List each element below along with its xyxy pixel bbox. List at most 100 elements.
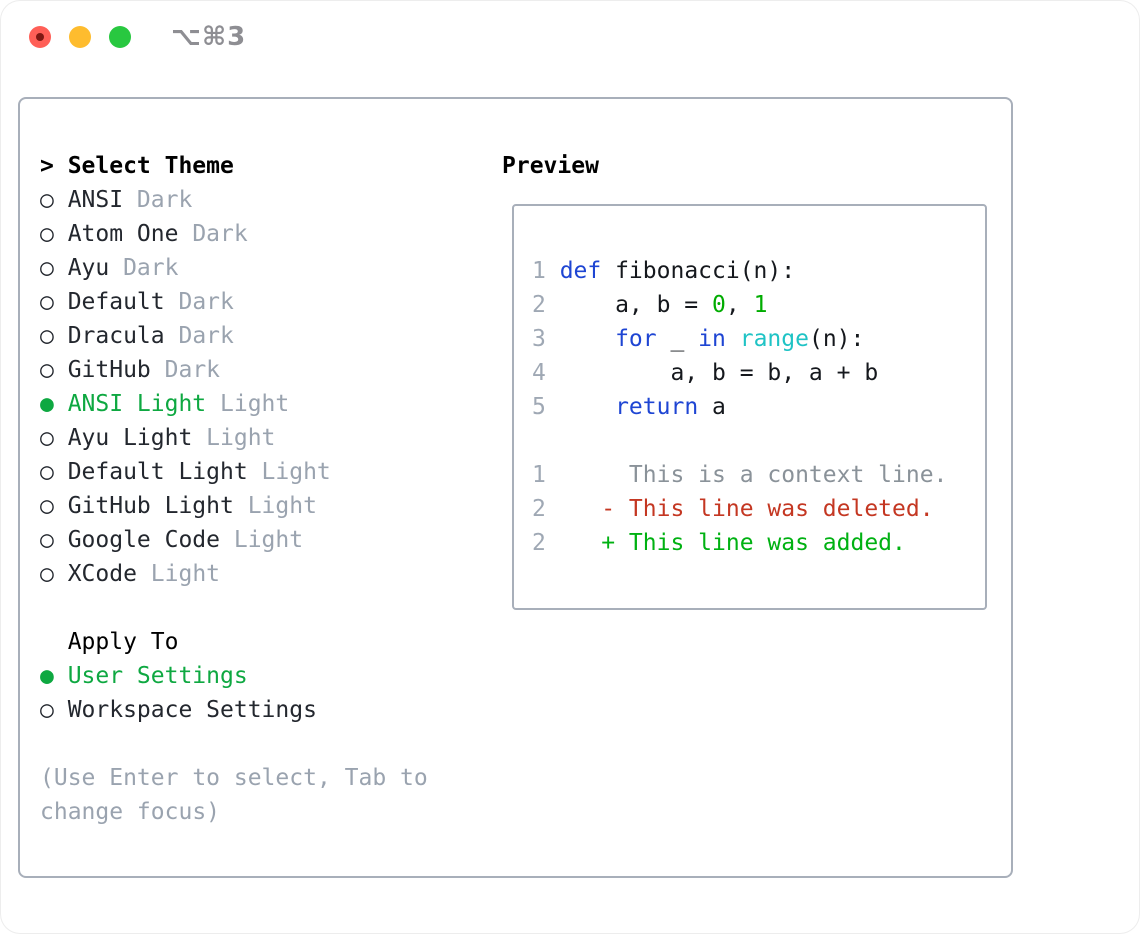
code-segment: - This line was deleted. (559, 496, 934, 522)
radio-icon: ○ (40, 697, 54, 723)
theme-variant: Dark (192, 221, 248, 247)
theme-name: GitHub Light (67, 493, 234, 519)
code-text: This is a context line. (560, 458, 948, 492)
code-text: - This line was deleted. (559, 492, 934, 526)
theme-variant: Dark (123, 255, 179, 281)
radio-icon: ○ (40, 459, 54, 485)
code-line: 1 def fibonacci(n): (532, 254, 985, 288)
code-segment (560, 394, 615, 420)
theme-option[interactable]: ● ANSI Light Light (40, 387, 502, 421)
theme-variant: Light (206, 425, 276, 451)
code-segment: _ (656, 326, 699, 352)
code-line: 4 a, b = b, a + b (532, 356, 985, 390)
theme-name: XCode (67, 561, 137, 587)
line-number: 4 (532, 360, 546, 386)
code-segment: return (615, 394, 699, 420)
line-number: 1 (532, 258, 546, 284)
code-line: 3 for _ in range(n): (532, 322, 985, 356)
theme-variant: Light (220, 391, 290, 417)
radio-selected-icon: ● (40, 391, 54, 417)
radio-selected-icon: ● (40, 663, 54, 689)
code-text: for _ in range(n): (560, 322, 864, 356)
code-segment (560, 326, 615, 352)
theme-name: ANSI Light (67, 391, 207, 417)
traffic-lights (29, 26, 131, 48)
theme-name: Default Light (67, 459, 248, 485)
theme-option[interactable]: ○ Atom One Dark (40, 217, 502, 251)
radio-icon: ○ (40, 323, 54, 349)
theme-option[interactable]: ○ Ayu Dark (40, 251, 502, 285)
theme-name: Google Code (67, 527, 221, 553)
theme-variant: Light (150, 561, 221, 587)
code-line: 2 - This line was deleted. (532, 492, 985, 526)
preview-title: Preview (502, 153, 599, 179)
theme-name: ANSI (67, 187, 124, 213)
theme-name: GitHub (67, 357, 151, 383)
line-number (532, 424, 560, 458)
apply-to-option[interactable]: ○ Workspace Settings (40, 693, 502, 727)
code-line: 2 a, b = 0, 1 (532, 288, 985, 322)
radio-icon: ○ (40, 493, 54, 519)
code-text: + This line was added. (560, 526, 906, 560)
zoom-button[interactable] (109, 26, 131, 48)
theme-name: Ayu Light (67, 425, 193, 451)
apply-to-option[interactable]: ● User Settings (40, 659, 502, 693)
apply-to-label: User Settings (67, 663, 248, 689)
code-segment: 1 (753, 292, 768, 318)
line-number: 1 (532, 462, 546, 488)
radio-icon: ○ (40, 527, 54, 553)
code-text: a, b = 0, 1 (560, 288, 768, 322)
apply-to-header: Apply To (40, 625, 502, 659)
line-number: 2 (532, 292, 546, 318)
code-line: 2 + This line was added. (532, 526, 985, 560)
theme-name: Atom One (67, 221, 179, 247)
theme-select-title: Select Theme (67, 153, 234, 179)
code-segment: This is a context line. (559, 462, 948, 488)
radio-icon: ○ (40, 221, 54, 247)
code-segment: a, b = b, a + b (559, 360, 879, 386)
code-segment: range (739, 326, 809, 352)
theme-option[interactable]: ○ XCode Light (40, 557, 502, 591)
minimize-button[interactable] (69, 26, 91, 48)
window-shortcut-label: ⌥⌘3 (171, 22, 247, 52)
theme-variant: Dark (178, 289, 234, 315)
apply-to-list: ● User Settings ○ Workspace Settings (40, 659, 502, 727)
prompt-arrow-icon: > (40, 153, 54, 179)
radio-icon: ○ (40, 561, 54, 587)
theme-name: Dracula (67, 323, 165, 349)
theme-variant: Light (233, 527, 304, 553)
theme-variant: Dark (136, 187, 193, 213)
code-text: return a (560, 390, 726, 424)
line-number: 2 (532, 530, 546, 556)
theme-select-header: > Select Theme (40, 149, 502, 183)
theme-option[interactable]: ○ GitHub Light Light (40, 489, 502, 523)
code-segment: a (698, 394, 726, 420)
code-segment: 0 (712, 292, 726, 318)
radio-icon: ○ (40, 255, 54, 281)
spacer (40, 591, 502, 625)
close-button[interactable] (29, 26, 51, 48)
help-text: (Use Enter to select, Tab to change focu… (40, 765, 428, 825)
code-segment: + This line was added. (559, 530, 906, 556)
theme-variant: Light (261, 459, 331, 485)
apply-to-label: Workspace Settings (67, 697, 317, 723)
line-number: 5 (532, 394, 546, 420)
code-segment: in (698, 326, 726, 352)
theme-variant: Light (247, 493, 317, 519)
theme-name: Ayu (67, 255, 110, 281)
code-segment: fibonacci(n): (601, 258, 796, 284)
code-text: a, b = b, a + b (559, 356, 879, 390)
code-segment: def (559, 258, 602, 284)
theme-option[interactable]: ○ Default Light Light (40, 455, 502, 489)
theme-option[interactable]: ○ Google Code Light (40, 523, 502, 557)
